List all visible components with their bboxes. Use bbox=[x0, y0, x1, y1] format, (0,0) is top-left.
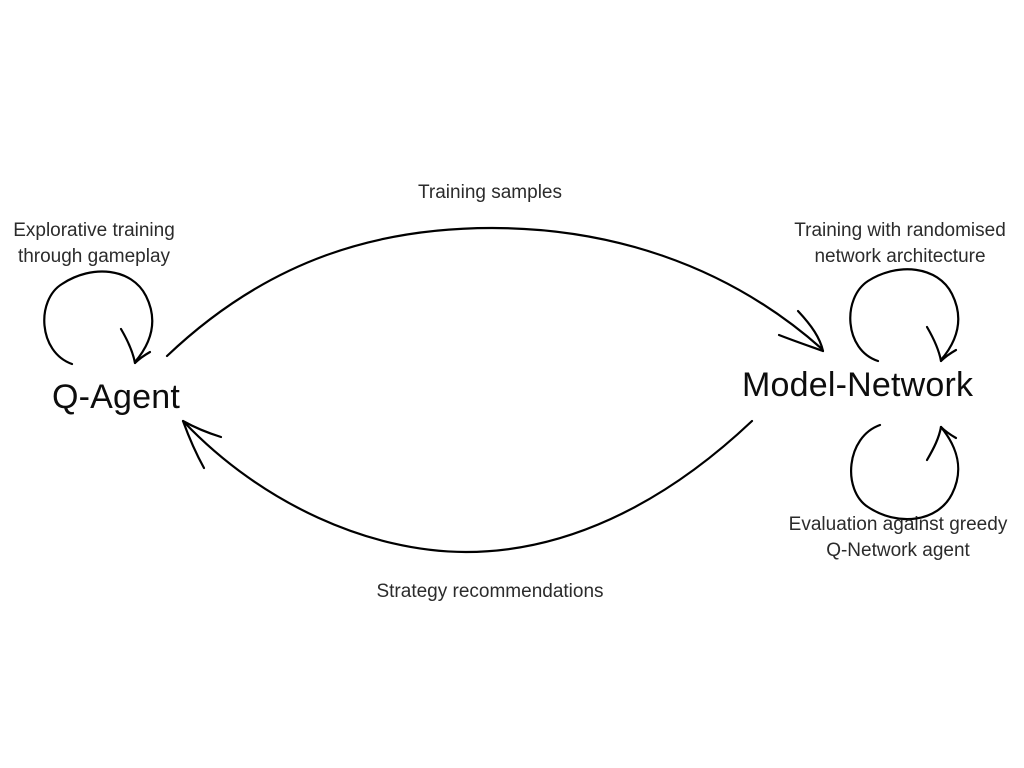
edge-label-training-samples: Training samples bbox=[418, 182, 562, 203]
self-loop-label-greedy-evaluation: Evaluation against greedy Q-Network agen… bbox=[772, 512, 1024, 564]
self-loop-label-explorative-training: Explorative training through gameplay bbox=[0, 218, 188, 270]
self-loop-label-greedy-evaluation-line2: Q-Network agent bbox=[826, 540, 970, 561]
self-loop-label-explorative-training-line2: through gameplay bbox=[17, 246, 171, 267]
self-loop-explorative-training bbox=[43, 270, 154, 366]
edge-training-samples-arrow bbox=[165, 226, 825, 358]
self-loop-greedy-evaluation bbox=[850, 423, 960, 521]
self-loop-label-greedy-evaluation-line1: Evaluation against greedy bbox=[788, 514, 1008, 535]
node-label-model-network: Model-Network bbox=[742, 366, 974, 404]
self-loop-randomised-architecture bbox=[849, 268, 960, 363]
node-label-q-agent: Q-Agent bbox=[52, 378, 181, 416]
edge-label-strategy-recommendations: Strategy recommendations bbox=[376, 581, 604, 602]
self-loop-label-randomised-architecture-line1: Training with randomised bbox=[794, 220, 1006, 241]
self-loop-label-randomised-architecture-line2: network architecture bbox=[814, 246, 986, 267]
edge-strategy-recommendations-arrow bbox=[181, 419, 754, 554]
self-loop-label-randomised-architecture: Training with randomised network archite… bbox=[778, 218, 1022, 270]
self-loop-label-explorative-training-line1: Explorative training bbox=[13, 220, 175, 241]
